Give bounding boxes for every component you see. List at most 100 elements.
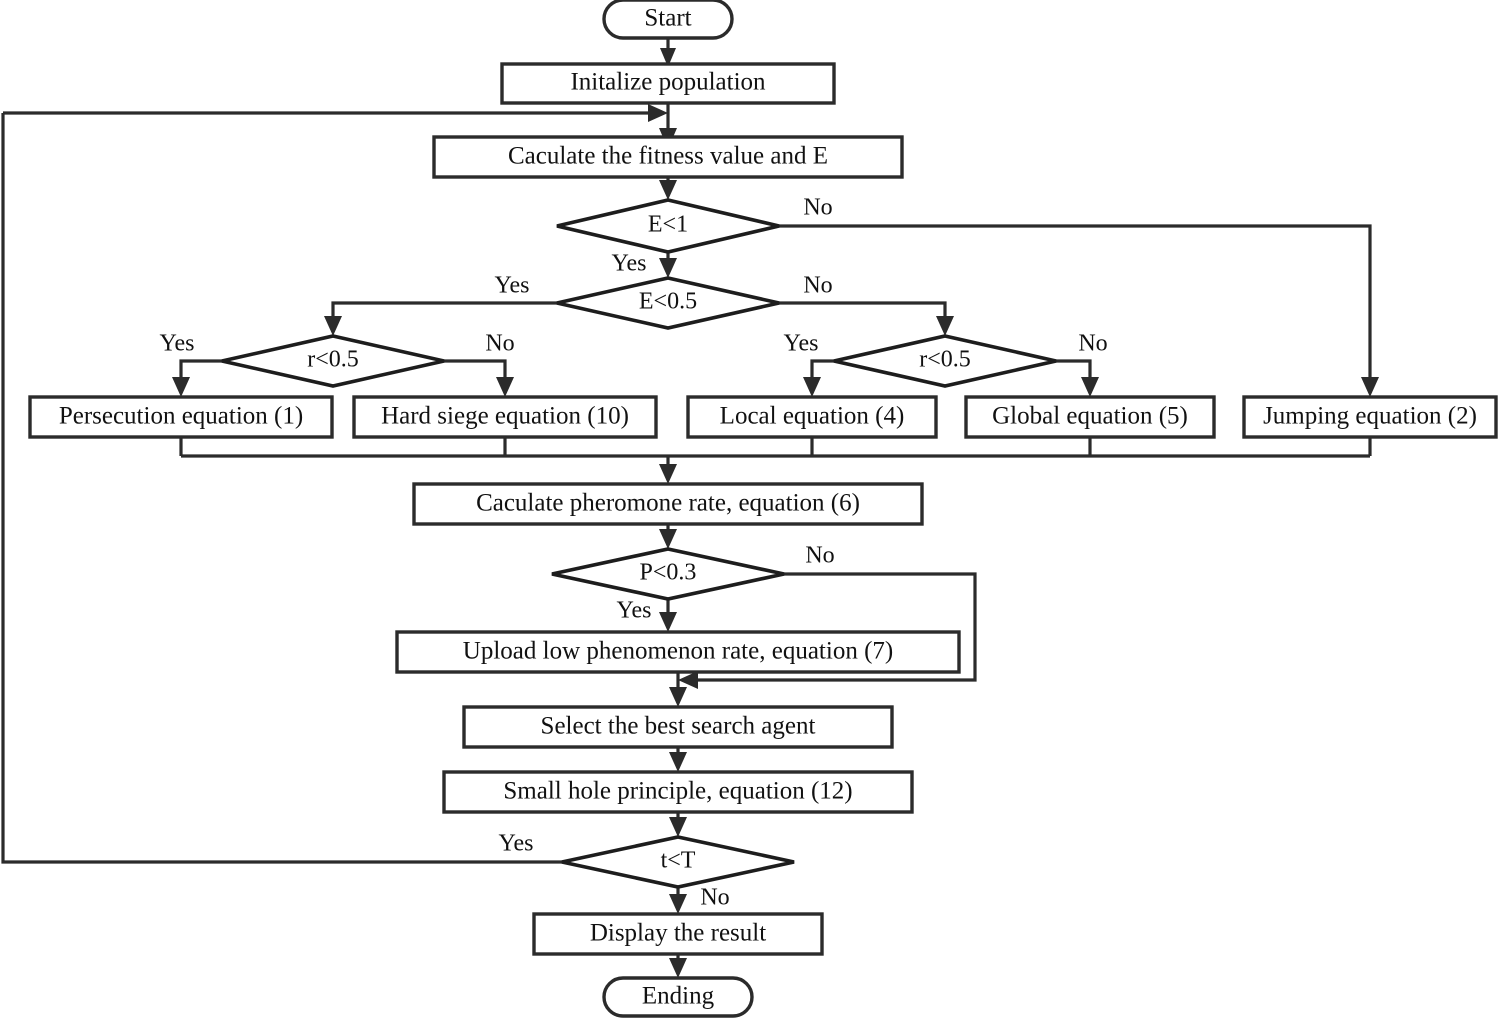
- e-lt-05-label: E<0.5: [639, 289, 697, 315]
- global-shape: [964, 395, 1216, 439]
- init-shape: [500, 62, 836, 105]
- node-start[interactable]: Start: [602, 0, 734, 40]
- select-shape: [462, 705, 894, 749]
- node-calculate-pheromone[interactable]: Caculate pheromone rate, equation (6): [412, 482, 924, 526]
- p-lt-03-label: P<0.3: [640, 560, 697, 586]
- hard-siege-shape: [352, 395, 658, 439]
- edge-label-p-no: No: [805, 543, 834, 569]
- arrowhead-upload: [659, 612, 677, 632]
- r-left-shape: [221, 334, 445, 388]
- hard-siege-label: Hard siege equation (10): [381, 403, 629, 430]
- node-decision-e-lt-1[interactable]: E<1: [556, 198, 780, 254]
- r-right-label: r<0.5: [919, 347, 971, 373]
- arrowhead-e1: [659, 180, 677, 200]
- arrowhead-p03: [659, 529, 677, 549]
- smallhole-label: Small hole principle, equation (12): [503, 778, 852, 805]
- r-right-shape: [833, 334, 1057, 388]
- edge-label-layer: No Yes Yes No Yes No Yes No No Yes Yes N…: [160, 195, 1108, 911]
- node-decision-t-lt-T[interactable]: t<T: [561, 835, 795, 889]
- start-shape: [602, 0, 734, 40]
- upload-shape: [395, 630, 961, 674]
- r-left-label: r<0.5: [307, 347, 359, 373]
- node-persecution-equation[interactable]: Persecution equation (1): [28, 395, 334, 439]
- jumping-shape: [1242, 395, 1498, 439]
- node-global-equation[interactable]: Global equation (5): [964, 395, 1216, 439]
- display-label: Display the result: [590, 920, 766, 947]
- init-label: Initalize population: [570, 69, 766, 96]
- smallhole-shape: [442, 770, 914, 814]
- persecution-shape: [28, 395, 334, 439]
- node-small-hole-principle[interactable]: Small hole principle, equation (12): [442, 770, 914, 814]
- local-label: Local equation (4): [720, 403, 905, 430]
- start-label: Start: [644, 5, 691, 32]
- edge-label-rleft-no: No: [485, 331, 514, 357]
- edge-label-e1-yes: Yes: [612, 251, 647, 277]
- arrowhead-display: [669, 894, 687, 914]
- edge-label-e05-no: No: [803, 273, 832, 299]
- edge-e05-yes: [331, 301, 557, 324]
- node-upload-phenomenon-rate[interactable]: Upload low phenomenon rate, equation (7): [395, 630, 961, 674]
- pheromone-label: Caculate pheromone rate, equation (6): [476, 490, 860, 517]
- arrowhead-select: [669, 687, 687, 707]
- node-decision-r-lt-05-right[interactable]: r<0.5: [833, 334, 1057, 388]
- node-local-equation[interactable]: Local equation (4): [686, 395, 938, 439]
- select-label: Select the best search agent: [541, 713, 816, 740]
- node-display-result[interactable]: Display the result: [532, 912, 824, 956]
- edge-label-t-no: No: [700, 885, 729, 911]
- p-lt-03-shape: [551, 547, 785, 601]
- persecution-label: Persecution equation (1): [59, 403, 303, 430]
- t-lt-T-shape: [561, 835, 795, 889]
- arrowhead-rright: [936, 316, 954, 336]
- fitness-shape: [432, 135, 904, 179]
- edge-label-t-yes: Yes: [499, 831, 534, 857]
- display-shape: [532, 912, 824, 956]
- node-calculate-fitness[interactable]: Caculate the fitness value and E: [432, 135, 904, 179]
- edge-p-no: [698, 572, 977, 682]
- node-decision-p-lt-03[interactable]: P<0.3: [551, 547, 785, 601]
- arrowhead-persecution: [172, 377, 190, 397]
- jumping-label: Jumping equation (2): [1263, 403, 1477, 430]
- arrowhead-pheromone: [659, 464, 677, 484]
- node-ending[interactable]: Ending: [602, 976, 754, 1018]
- local-shape: [686, 395, 938, 439]
- edge-t-yes: [1, 113, 562, 864]
- t-lt-T-label: t<T: [661, 848, 696, 874]
- edge-label-p-yes: Yes: [617, 598, 652, 624]
- fitness-label: Caculate the fitness value and E: [508, 143, 828, 170]
- ending-shape: [602, 976, 754, 1018]
- arrowhead-hardsiege: [496, 377, 514, 397]
- node-hard-siege-equation[interactable]: Hard siege equation (10): [352, 395, 658, 439]
- pheromone-shape: [412, 482, 924, 526]
- edge-layer: [1, 38, 1379, 978]
- arrowhead-e05: [659, 258, 677, 278]
- arrowhead-tlt: [669, 817, 687, 837]
- e-lt-05-shape: [556, 276, 780, 330]
- arrowhead-rleft: [324, 316, 342, 336]
- arrowhead-init: [660, 48, 676, 67]
- e-lt-1-label: E<1: [648, 212, 688, 238]
- arrowhead-global: [1081, 377, 1099, 397]
- e-lt-1-shape: [556, 198, 780, 254]
- node-select-best-agent[interactable]: Select the best search agent: [462, 705, 894, 749]
- edge-label-e1-no: No: [803, 195, 832, 221]
- ending-label: Ending: [642, 983, 715, 1010]
- arrowhead-local: [803, 377, 821, 397]
- node-decision-r-lt-05-left[interactable]: r<0.5: [221, 334, 445, 388]
- arrowhead-loopback-join: [648, 104, 668, 122]
- arrowhead-smallhole: [669, 752, 687, 772]
- arrowhead-ending: [669, 958, 687, 978]
- arrowhead-jumping: [1361, 377, 1379, 397]
- edge-e05-no: [779, 301, 947, 324]
- upload-label: Upload low phenomenon rate, equation (7): [463, 638, 893, 665]
- edge-rleft-no: [444, 359, 507, 385]
- edge-label-rleft-yes: Yes: [160, 331, 195, 357]
- global-label: Global equation (5): [992, 403, 1188, 430]
- node-jumping-equation[interactable]: Jumping equation (2): [1242, 395, 1498, 439]
- node-init-population[interactable]: Initalize population: [500, 62, 836, 105]
- edge-label-rright-no: No: [1078, 331, 1107, 357]
- node-decision-e-lt-05[interactable]: E<0.5: [556, 276, 780, 330]
- edge-label-rright-yes: Yes: [784, 331, 819, 357]
- arrowhead-p-no-join: [678, 671, 698, 689]
